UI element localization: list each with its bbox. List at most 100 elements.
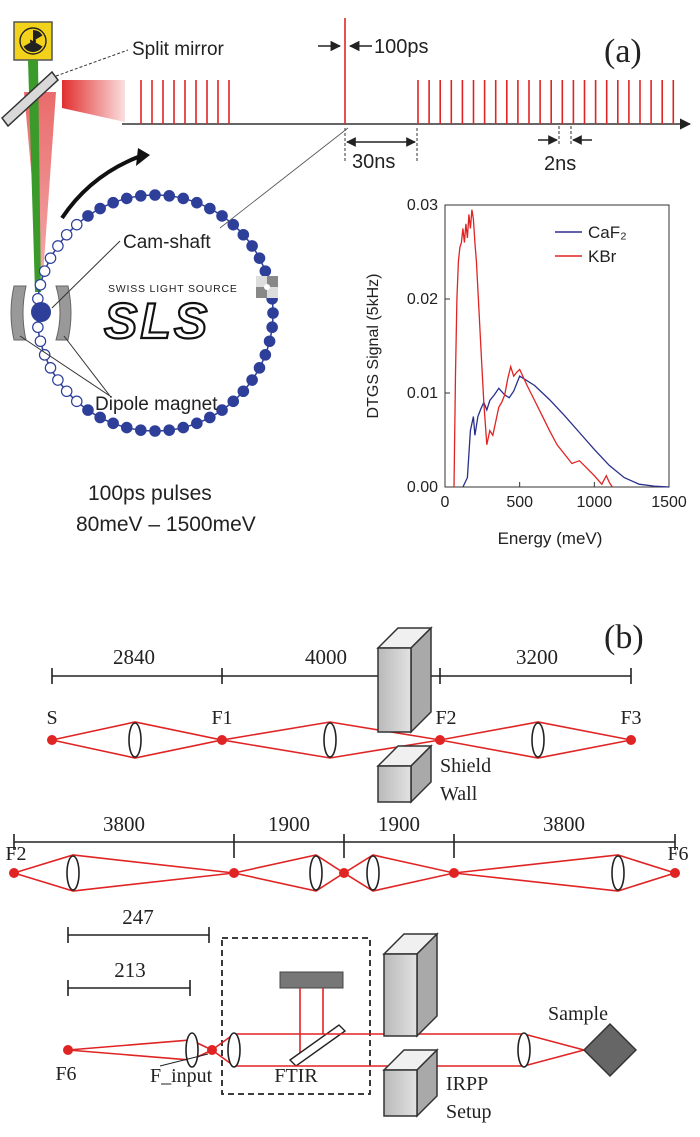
electron-bunch	[70, 395, 83, 408]
electron-bunch	[134, 424, 147, 436]
electron-bunch	[216, 404, 228, 416]
sls-grid-icon	[256, 276, 278, 298]
shield-label: Shield	[440, 755, 491, 777]
dipole-leader-right	[63, 335, 111, 397]
electron-bunch	[32, 321, 44, 334]
point-f2	[435, 735, 445, 745]
electron-bunches	[32, 189, 279, 437]
irpp-wall-upper	[382, 932, 439, 1038]
electron-bunch	[120, 421, 133, 434]
irpp-wall-lower	[382, 1048, 439, 1118]
point-f6	[63, 1045, 73, 1055]
point-s	[47, 735, 57, 745]
x-tick-label: 1500	[651, 494, 687, 511]
electron-bunch	[266, 321, 278, 334]
series-line-0	[462, 375, 670, 488]
electron-bunch	[253, 252, 266, 264]
radiation-warning-icon	[13, 21, 53, 61]
point-f2	[9, 868, 19, 878]
chart-frame	[444, 204, 670, 488]
electron-bunch	[237, 385, 250, 398]
range-caption: 80meV – 1500meV	[76, 513, 256, 536]
electron-bunch	[204, 202, 216, 215]
electron-bunch	[70, 218, 83, 231]
electron-bunch	[34, 278, 47, 291]
row3-lens	[185, 1032, 199, 1068]
row3-lens	[517, 1032, 531, 1068]
ftir-mirror	[279, 971, 344, 989]
electron-bunch	[94, 202, 106, 215]
y-tick-label: 0.03	[407, 197, 438, 214]
electron-bunch	[227, 218, 240, 231]
electron-bunch	[134, 190, 147, 202]
row2-dim-3: 1900	[378, 812, 420, 836]
x-axis-label: Energy (meV)	[498, 529, 603, 548]
legend-label: KBr	[588, 247, 617, 266]
electron-bunch	[191, 196, 203, 209]
electron-bunch	[38, 349, 51, 361]
shield-wall-upper	[376, 626, 433, 734]
rotation-arrowhead	[136, 148, 150, 166]
electron-bunch	[227, 395, 240, 408]
split-mirror-leader	[55, 49, 129, 77]
electron-bunch	[60, 228, 73, 241]
pulse-link-line	[219, 127, 349, 229]
series-line-1	[453, 209, 613, 488]
chart-series	[453, 209, 670, 488]
electron-bunch	[82, 210, 94, 222]
pulse-width-label: 100ps	[374, 36, 429, 58]
f-input-label: F_input	[150, 1065, 213, 1087]
electron-bunch	[163, 424, 176, 436]
electron-bunch	[44, 252, 57, 264]
point	[449, 868, 459, 878]
point	[229, 868, 239, 878]
y-axis-label: DTGS Signal (5kHz)	[365, 274, 382, 419]
row1-dim-2: 4000	[305, 645, 347, 669]
sls-top-text: SWISS LIGHT SOURCE	[108, 283, 238, 295]
sls-logo: SWISS LIGHT SOURCE SLS	[103, 276, 278, 350]
row1-lens	[531, 722, 545, 758]
shield-wall-lower	[376, 744, 433, 804]
pulses-caption: 100ps pulses	[88, 482, 212, 505]
panel-a: Split mirror 100ps (a) 30ns 2ns	[0, 18, 692, 548]
row1-dim-1: 2840	[113, 645, 155, 669]
electron-bunch	[44, 362, 57, 374]
row3-dim-1: 247	[122, 905, 154, 929]
sls-text: SLS	[104, 293, 210, 349]
row2-dim-2: 1900	[268, 812, 310, 836]
electron-bunch	[34, 335, 47, 348]
irpp-label: IRPP	[446, 1073, 488, 1095]
sample-icon	[582, 1022, 638, 1078]
label-f2: F2	[435, 707, 456, 729]
row2-dim-4: 3800	[543, 812, 585, 836]
electron-bunch	[216, 210, 228, 222]
electron-bunch	[246, 240, 258, 252]
rotation-arrow	[60, 155, 139, 220]
panel-b-label: (b)	[604, 619, 644, 656]
setup-label: Setup	[446, 1101, 492, 1123]
row1-lens	[128, 722, 142, 758]
y-tick-label: 0.01	[407, 385, 438, 402]
electron-bunch	[191, 417, 203, 430]
electron-bunch	[253, 362, 266, 374]
label-f3: F3	[620, 707, 641, 729]
x-tick-label: 0	[441, 494, 450, 511]
row2-lens	[366, 855, 380, 891]
y-tick-label: 0.02	[407, 291, 438, 308]
spacing-label: 2ns	[544, 153, 576, 175]
row2-lens	[309, 855, 323, 891]
row2: 3800 1900 1900 3800 F2 F6	[5, 812, 689, 892]
point-f1	[217, 735, 227, 745]
electron-bunch	[149, 425, 161, 437]
label-f1: F1	[211, 707, 232, 729]
electron-bunch	[246, 374, 258, 386]
gap-label: 30ns	[352, 151, 395, 173]
electron-bunch	[107, 196, 119, 209]
point-f3	[626, 735, 636, 745]
label-f6: F6	[667, 843, 688, 865]
dipole-magnet	[10, 285, 72, 341]
row2-lens	[611, 855, 625, 891]
electron-bunch	[267, 307, 279, 319]
f-input-leader	[159, 1053, 209, 1067]
